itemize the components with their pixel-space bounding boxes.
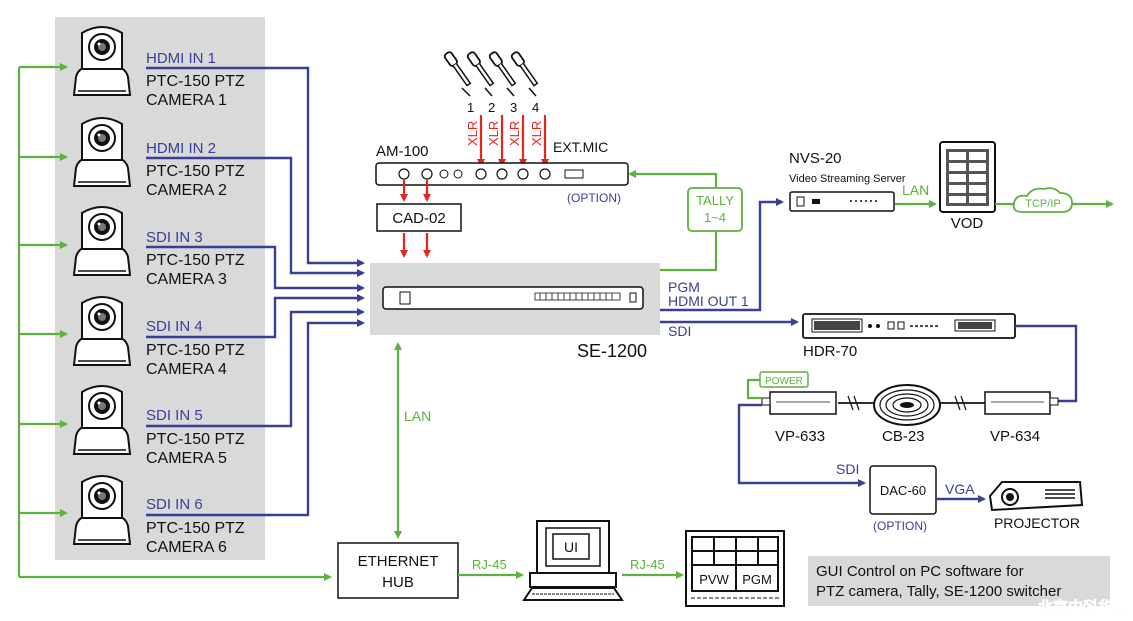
pgm-label: PGM bbox=[668, 279, 700, 295]
hub-label-2: HUB bbox=[382, 574, 414, 591]
rj45-label-2: RJ-45 bbox=[630, 557, 665, 572]
vp634-device bbox=[984, 391, 1059, 415]
camera-4-name: CAMERA 4 bbox=[146, 361, 227, 378]
camera-2 bbox=[73, 117, 131, 187]
tally-box bbox=[687, 187, 743, 232]
camera-3 bbox=[73, 206, 131, 276]
projector-icon bbox=[988, 481, 1084, 512]
am100-device bbox=[375, 162, 629, 186]
camera-2-input: HDMI IN 2 bbox=[146, 140, 216, 157]
sdi-out-label: SDI bbox=[668, 323, 691, 339]
camera-2-model: PTC-150 PTZ bbox=[146, 163, 245, 180]
hdr-vp634-line bbox=[1015, 324, 1078, 403]
camera-3-model: PTC-150 PTZ bbox=[146, 252, 245, 269]
nvs20-label: NVS-20 bbox=[789, 150, 842, 167]
ui-box bbox=[552, 533, 590, 560]
mic-3-number: 3 bbox=[510, 100, 517, 115]
camera-6-name: CAMERA 6 bbox=[146, 539, 227, 556]
dac60-option-label: (OPTION) bbox=[873, 519, 927, 533]
mic-cables bbox=[461, 87, 537, 97]
se1200-device bbox=[382, 286, 644, 310]
streaming-label: Video Streaming Server bbox=[789, 173, 906, 185]
cad02-label: CAD-02 bbox=[392, 210, 445, 227]
rj45-label-1: RJ-45 bbox=[472, 557, 507, 572]
cb23-cable-reel-icon bbox=[873, 384, 941, 426]
camera-5-input: SDI IN 5 bbox=[146, 407, 203, 424]
hdmi-out-line bbox=[660, 198, 784, 312]
sdi-dac-label: SDI bbox=[836, 461, 859, 477]
tally-line bbox=[660, 232, 718, 272]
xlr-label-4: XLR bbox=[529, 121, 544, 146]
pgm-monitor-label: PGM bbox=[742, 572, 772, 587]
camera-4-model: PTC-150 PTZ bbox=[146, 342, 245, 359]
mic-4-number: 4 bbox=[532, 100, 539, 115]
tally-range: 1~4 bbox=[704, 210, 726, 225]
hdr70-device bbox=[802, 313, 1016, 339]
am100-option-label: (OPTION) bbox=[567, 191, 621, 205]
xlr-label-3: XLR bbox=[507, 121, 522, 146]
camera-4-input: SDI IN 4 bbox=[146, 318, 203, 335]
cb23-label: CB-23 bbox=[882, 428, 925, 445]
camera-5-model: PTC-150 PTZ bbox=[146, 431, 245, 448]
camera-6-model: PTC-150 PTZ bbox=[146, 520, 245, 537]
watermark: 北京中科华泰 bbox=[1038, 598, 1129, 616]
camera-5-name: CAMERA 5 bbox=[146, 450, 227, 467]
pc-icon bbox=[522, 520, 624, 601]
sdi-dac-line bbox=[737, 403, 866, 487]
tally-label: TALLY bbox=[696, 193, 734, 208]
gui-note-line-2: PTZ camera, Tally, SE-1200 switcher bbox=[816, 583, 1061, 600]
se1200-label: SE-1200 bbox=[577, 341, 647, 361]
hdr70-label: HDR-70 bbox=[803, 343, 857, 360]
camera-3-input: SDI IN 3 bbox=[146, 229, 203, 246]
camera-6 bbox=[73, 475, 131, 545]
cad02-box bbox=[376, 203, 462, 232]
vp633-label: VP-633 bbox=[775, 428, 825, 445]
ext-mic-label: EXT.MIC bbox=[553, 139, 608, 155]
dac60-box bbox=[869, 465, 937, 515]
vod-server-icon bbox=[939, 141, 996, 213]
vga-label: VGA bbox=[945, 481, 975, 497]
vp634-label: VP-634 bbox=[990, 428, 1040, 445]
xlr-label-1: XLR bbox=[465, 121, 480, 146]
tcpip-label: TCP/IP bbox=[1025, 198, 1060, 210]
camera-1-input: HDMI IN 1 bbox=[146, 50, 216, 67]
gui-note-line-1: GUI Control on PC software for bbox=[816, 563, 1024, 580]
camera-1 bbox=[73, 26, 131, 96]
camera-3-name: CAMERA 3 bbox=[146, 271, 227, 288]
gui-note-box bbox=[808, 556, 1110, 606]
xlr-lines bbox=[477, 115, 549, 167]
ethernet-hub-box bbox=[337, 542, 459, 599]
power-label: POWER bbox=[765, 376, 803, 387]
vod-label: VOD bbox=[951, 215, 984, 232]
xlr-label-2: XLR bbox=[486, 121, 501, 146]
lan-vod-label: LAN bbox=[902, 182, 929, 198]
pvw-label: PVW bbox=[699, 572, 729, 587]
camera-video-lines bbox=[146, 66, 365, 517]
camera-6-input: SDI IN 6 bbox=[146, 496, 203, 513]
hub-label-1: ETHERNET bbox=[358, 553, 439, 570]
camera-1-model: PTC-150 PTZ bbox=[146, 73, 245, 90]
multiview-monitor-icon bbox=[685, 530, 785, 607]
dac60-label: DAC-60 bbox=[880, 483, 926, 498]
camera-4 bbox=[73, 296, 131, 366]
nvs20-device bbox=[789, 191, 895, 212]
camera-5 bbox=[73, 385, 131, 455]
camera-panel bbox=[55, 17, 265, 560]
ui-label: UI bbox=[564, 539, 578, 555]
vp633-device bbox=[761, 391, 837, 415]
mic-2-number: 2 bbox=[488, 100, 495, 115]
lan-hub-label: LAN bbox=[404, 408, 431, 424]
camera-2-name: CAMERA 2 bbox=[146, 182, 227, 199]
projector-label: PROJECTOR bbox=[994, 515, 1080, 531]
hdmi-out-label: HDMI OUT 1 bbox=[668, 293, 749, 309]
camera-1-name: CAMERA 1 bbox=[146, 92, 227, 109]
power-line bbox=[746, 378, 762, 400]
am100-label: AM-100 bbox=[376, 143, 429, 160]
mic-1-number: 1 bbox=[467, 100, 474, 115]
control-bus bbox=[17, 63, 332, 581]
